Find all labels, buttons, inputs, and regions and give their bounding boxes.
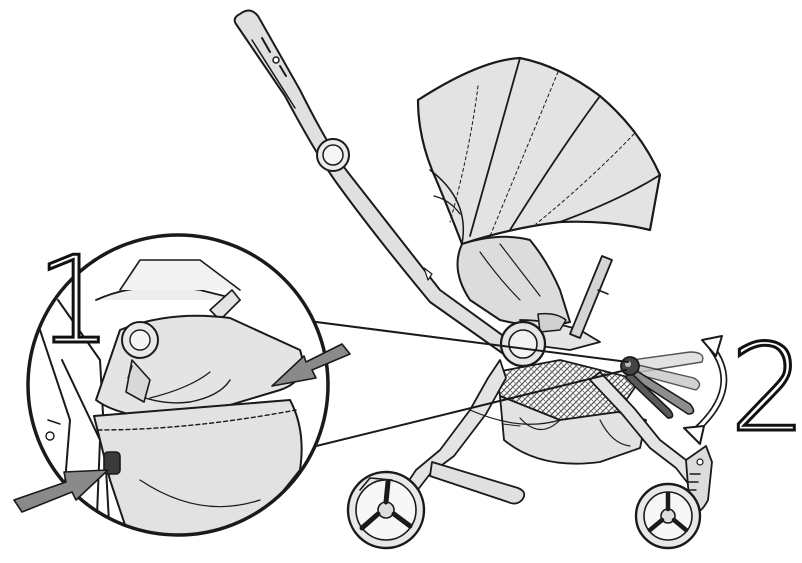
wheel-right — [636, 484, 700, 548]
stroller-illustration — [235, 10, 712, 548]
hinge-hub — [501, 322, 545, 366]
step-number-2: 2 — [730, 320, 802, 459]
wheel-left — [348, 472, 424, 548]
canopy — [418, 58, 660, 244]
step-number-1: 1 — [36, 232, 112, 371]
bumper-bar — [570, 256, 612, 338]
